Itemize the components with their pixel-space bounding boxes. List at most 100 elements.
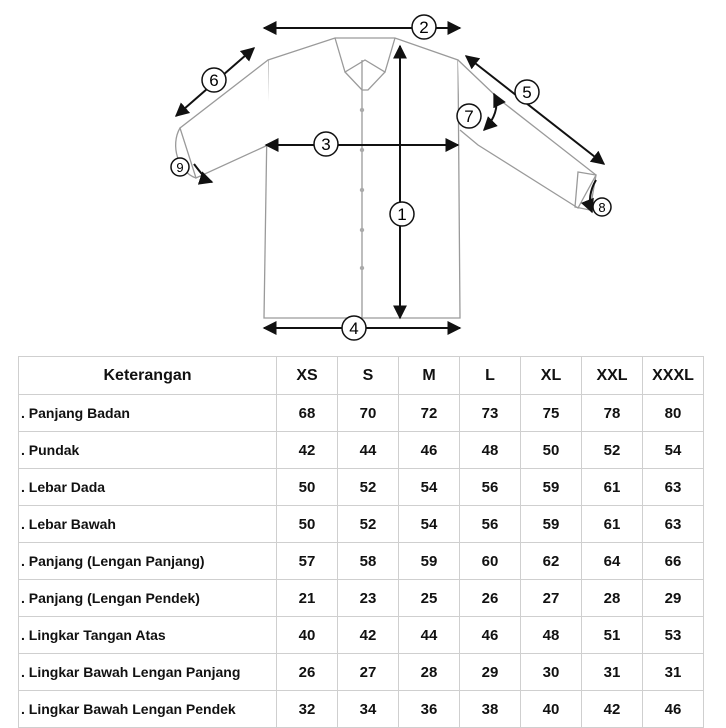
- size-value-cell: 28: [581, 579, 643, 617]
- marker-5: 5: [514, 79, 540, 105]
- size-value-cell: 36: [398, 690, 460, 728]
- marker-3: 3: [313, 131, 339, 157]
- size-value-cell: 66: [642, 542, 704, 580]
- header-keterangan: Keterangan: [18, 356, 277, 395]
- size-value-cell: 46: [398, 431, 460, 469]
- marker-6-label: 6: [209, 71, 218, 90]
- size-value-cell: 70: [337, 394, 399, 432]
- marker-1: 1: [389, 201, 415, 227]
- shirt-outline: [175, 37, 597, 319]
- measurement-arrows: [174, 21, 606, 335]
- size-value-cell: 52: [337, 505, 399, 543]
- marker-2: 2: [411, 14, 437, 40]
- size-value-cell: 31: [581, 653, 643, 691]
- size-value-cell: 68: [276, 394, 338, 432]
- size-value-cell: 26: [459, 579, 521, 617]
- row-label: . Pundak: [18, 431, 277, 469]
- size-value-cell: 30: [520, 653, 582, 691]
- button: [359, 147, 365, 153]
- marker-8: 8: [592, 197, 612, 217]
- header-size: XXL: [581, 356, 643, 395]
- size-value-cell: 56: [459, 505, 521, 543]
- marker-2-label: 2: [419, 18, 428, 37]
- size-value-cell: 44: [398, 616, 460, 654]
- size-value-cell: 28: [398, 653, 460, 691]
- marker-6: 6: [201, 67, 227, 93]
- size-value-cell: 40: [276, 616, 338, 654]
- row-label: . Panjang (Lengan Panjang): [18, 542, 277, 580]
- size-value-cell: 53: [642, 616, 704, 654]
- row-label: . Panjang Badan: [18, 394, 277, 432]
- size-value-cell: 27: [337, 653, 399, 691]
- size-value-cell: 54: [398, 505, 460, 543]
- size-value-cell: 52: [337, 468, 399, 506]
- marker-7: 7: [456, 103, 482, 129]
- size-value-cell: 29: [642, 579, 704, 617]
- header-size: L: [459, 356, 521, 395]
- size-value-cell: 48: [520, 616, 582, 654]
- size-value-cell: 54: [398, 468, 460, 506]
- size-value-cell: 29: [459, 653, 521, 691]
- size-value-cell: 26: [276, 653, 338, 691]
- marker-3-label: 3: [321, 135, 330, 154]
- size-value-cell: 46: [459, 616, 521, 654]
- size-value-cell: 25: [398, 579, 460, 617]
- marker-4-label: 4: [349, 319, 358, 338]
- size-value-cell: 42: [337, 616, 399, 654]
- size-value-cell: 72: [398, 394, 460, 432]
- size-value-cell: 50: [276, 505, 338, 543]
- marker-9-label: 9: [176, 160, 183, 175]
- size-value-cell: 57: [276, 542, 338, 580]
- size-value-cell: 54: [642, 431, 704, 469]
- marker-1-label: 1: [397, 205, 406, 224]
- size-value-cell: 31: [642, 653, 704, 691]
- size-value-cell: 40: [520, 690, 582, 728]
- marker-4: 4: [341, 315, 367, 341]
- left-cuff: [175, 127, 197, 179]
- size-value-cell: 32: [276, 690, 338, 728]
- marker-9: 9: [170, 157, 190, 177]
- size-value-cell: 27: [520, 579, 582, 617]
- size-value-cell: 21: [276, 579, 338, 617]
- size-value-cell: 42: [581, 690, 643, 728]
- header-size: S: [337, 356, 399, 395]
- size-value-cell: 64: [581, 542, 643, 580]
- size-value-cell: 63: [642, 505, 704, 543]
- arrow-9-short-cuff: [193, 163, 214, 185]
- marker-8-label: 8: [598, 200, 605, 215]
- size-value-cell: 61: [581, 468, 643, 506]
- size-value-cell: 78: [581, 394, 643, 432]
- button: [359, 265, 365, 271]
- size-value-cell: 50: [520, 431, 582, 469]
- size-value-cell: 38: [459, 690, 521, 728]
- size-value-cell: 73: [459, 394, 521, 432]
- arrow-7-upper-arm: [483, 92, 506, 131]
- row-label: . Lebar Dada: [18, 468, 277, 506]
- size-value-cell: 51: [581, 616, 643, 654]
- size-value-cell: 59: [520, 505, 582, 543]
- size-value-cell: 60: [459, 542, 521, 580]
- size-value-cell: 48: [459, 431, 521, 469]
- size-value-cell: 52: [581, 431, 643, 469]
- header-size: M: [398, 356, 460, 395]
- size-value-cell: 23: [337, 579, 399, 617]
- size-value-cell: 75: [520, 394, 582, 432]
- size-value-cell: 59: [520, 468, 582, 506]
- row-label: . Lingkar Bawah Lengan Pendek: [18, 690, 277, 728]
- size-value-cell: 44: [337, 431, 399, 469]
- size-chart-table: Keterangan XS S M L XL XXL XXXL . Panjan…: [18, 356, 704, 728]
- button: [359, 187, 365, 193]
- arrow-8-long-cuff: [580, 179, 597, 214]
- button: [359, 107, 365, 113]
- size-value-cell: 61: [581, 505, 643, 543]
- size-value-cell: 62: [520, 542, 582, 580]
- row-label: . Lingkar Tangan Atas: [18, 616, 277, 654]
- shirt-measurement-diagram: 1 2 3 4 5 6 7 8: [170, 14, 612, 341]
- size-value-cell: 58: [337, 542, 399, 580]
- size-value-cell: 46: [642, 690, 704, 728]
